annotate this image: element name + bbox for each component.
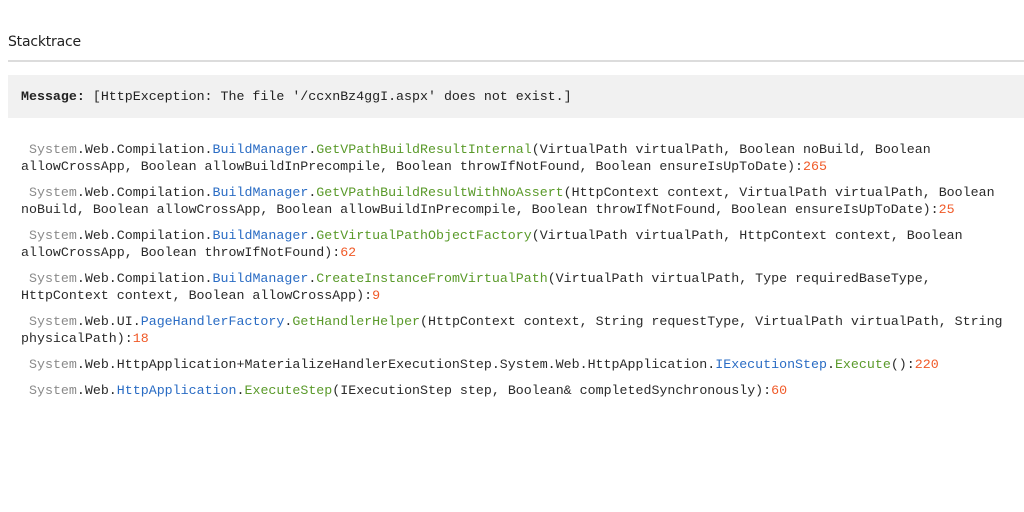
frame-namespace-root: System [29, 271, 77, 286]
frame-type: BuildManager [212, 142, 309, 157]
stack-frame: System.Web.HttpApplication.ExecuteStep(I… [21, 382, 1021, 399]
frame-namespace: .Web.Compilation. [76, 271, 213, 286]
frame-args: (IExecutionStep step, Boolean& completed… [332, 383, 772, 398]
frame-method: CreateInstanceFromVirtualPath [316, 271, 548, 286]
frame-line-number: 60 [771, 383, 788, 398]
frame-namespace-root: System [29, 383, 77, 398]
stack-frame: System.Web.Compilation.BuildManager.GetV… [21, 184, 1021, 218]
frame-namespace-root: System [29, 314, 77, 329]
message-label: Message: [21, 89, 85, 104]
frame-method: ExecuteStep [244, 383, 333, 398]
frame-line-number: 220 [914, 357, 939, 372]
frame-method: GetHandlerHelper [292, 314, 421, 329]
frame-line-number: 265 [802, 159, 827, 174]
frame-type: BuildManager [212, 271, 309, 286]
frame-separator: . [308, 142, 317, 157]
frame-namespace-root: System [29, 142, 77, 157]
frame-type: IExecutionStep [715, 357, 827, 372]
frame-separator: . [308, 185, 317, 200]
frame-separator: . [308, 228, 317, 243]
frame-namespace: .Web.Compilation. [76, 228, 213, 243]
frame-separator: . [284, 314, 293, 329]
frame-args: (HttpContext context, VirtualPath virtua… [21, 185, 1003, 217]
frame-args: (VirtualPath virtualPath, Type requiredB… [21, 271, 939, 303]
stacktrace-heading: Stacktrace [8, 34, 81, 50]
frame-method: GetVPathBuildResultWithNoAssert [316, 185, 564, 200]
stack-frame: System.Web.Compilation.BuildManager.GetV… [21, 141, 1021, 175]
frame-args: (HttpContext context, String requestType… [21, 314, 1011, 346]
stack-frame: System.Web.UI.PageHandlerFactory.GetHand… [21, 313, 1021, 347]
stack-frame: System.Web.HttpApplication+MaterializeHa… [21, 356, 1021, 373]
frame-type: BuildManager [212, 185, 309, 200]
frame-namespace-root: System [29, 185, 77, 200]
frame-args: (): [890, 357, 915, 372]
frame-line-number: 62 [340, 245, 357, 260]
frame-separator: . [308, 271, 317, 286]
frame-line-number: 9 [372, 288, 381, 303]
frame-args: (VirtualPath virtualPath, Boolean noBuil… [21, 142, 939, 174]
frame-namespace: .Web.HttpApplication+MaterializeHandlerE… [76, 357, 716, 372]
frame-namespace-root: System [29, 228, 77, 243]
stack-frame: System.Web.Compilation.BuildManager.GetV… [21, 227, 1021, 261]
frame-namespace: .Web.Compilation. [76, 185, 213, 200]
exception-message-box: Message: [HttpException: The file '/ccxnB… [8, 75, 1024, 118]
frame-namespace: .Web.Compilation. [76, 142, 213, 157]
frame-separator: . [826, 357, 835, 372]
frame-method: GetVPathBuildResultInternal [316, 142, 532, 157]
heading-divider [8, 60, 1024, 62]
frame-method: Execute [834, 357, 891, 372]
frame-namespace-root: System [29, 357, 77, 372]
frame-line-number: 18 [132, 331, 149, 346]
frame-separator: . [236, 383, 245, 398]
stack-frame: System.Web.Compilation.BuildManager.Crea… [21, 270, 1021, 304]
stack-trace-list: System.Web.Compilation.BuildManager.GetV… [21, 141, 1021, 408]
frame-type: PageHandlerFactory [140, 314, 285, 329]
frame-args: (VirtualPath virtualPath, HttpContext co… [21, 228, 971, 260]
frame-namespace: .Web.UI. [76, 314, 141, 329]
frame-method: GetVirtualPathObjectFactory [316, 228, 532, 243]
frame-line-number: 25 [938, 202, 955, 217]
frame-type: BuildManager [212, 228, 309, 243]
frame-namespace: .Web. [76, 383, 117, 398]
message-text: [HttpException: The file '/ccxnBz4ggI.as… [92, 89, 572, 104]
frame-type: HttpApplication [116, 383, 237, 398]
